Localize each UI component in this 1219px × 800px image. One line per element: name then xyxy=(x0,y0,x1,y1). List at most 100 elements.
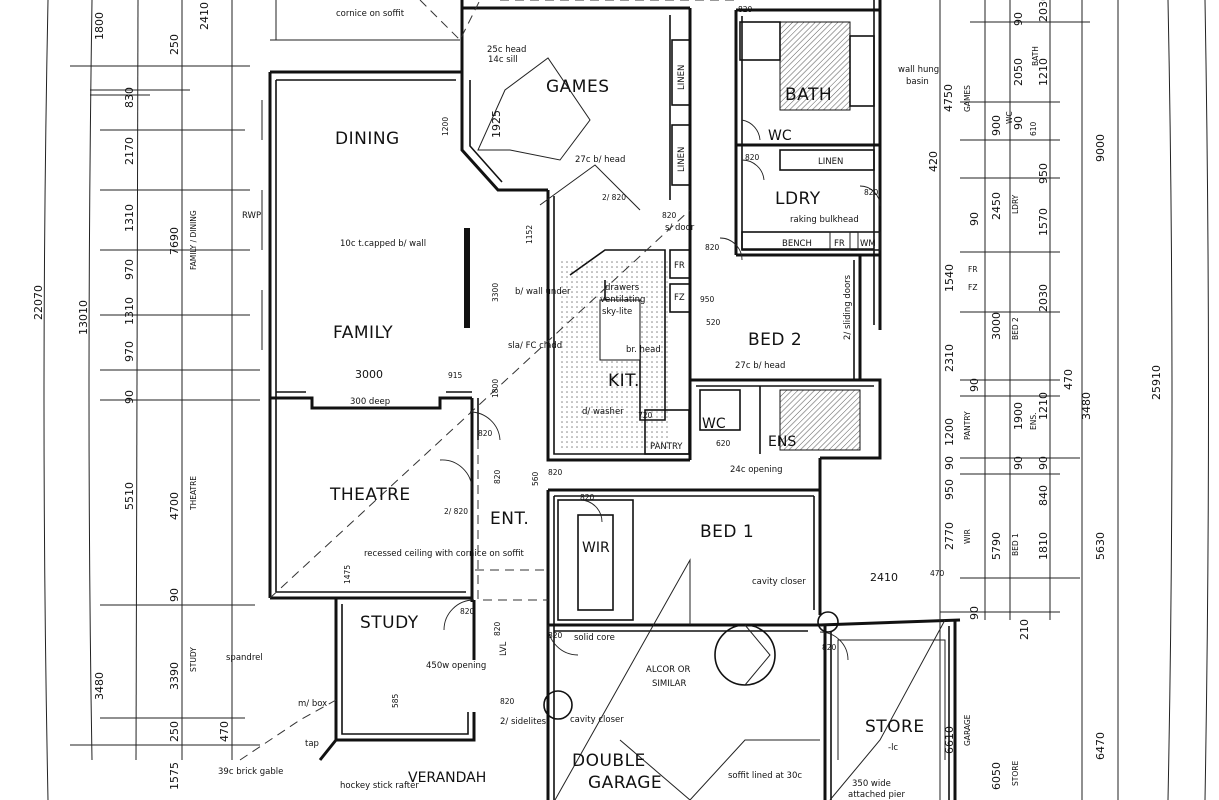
r-2030b: 2030 xyxy=(1037,284,1050,312)
note-deep-300: 300 deep xyxy=(350,397,390,407)
dim-study: STUDY xyxy=(189,647,198,672)
note-opening-450: 450w opening xyxy=(426,661,486,671)
dim-22070: 22070 xyxy=(32,285,45,320)
note-recessed: recessed ceiling with cornice on soffit xyxy=(364,549,525,559)
dim-720: 720 xyxy=(638,411,653,420)
r-90b: 90 xyxy=(1012,116,1025,130)
r-5630: 5630 xyxy=(1094,532,1107,560)
dim-7690: 7690 xyxy=(168,227,181,255)
note-attached-pier: attached pier xyxy=(848,790,905,800)
washing-machine: WM xyxy=(860,239,876,249)
dim-820j: 820 xyxy=(548,631,563,640)
r-420: 420 xyxy=(927,151,940,172)
r-5790: 5790 xyxy=(990,532,1003,560)
dim-13010: 13010 xyxy=(77,300,90,335)
dim-250b: 250 xyxy=(168,721,181,742)
room-bath: BATH xyxy=(785,85,832,105)
note-solid-core: solid core xyxy=(574,633,615,643)
dim-1310a: 1310 xyxy=(123,204,136,232)
r-900: 900 xyxy=(990,115,1003,136)
r-950b: 950 xyxy=(943,479,956,500)
note-tap: tap xyxy=(305,739,319,749)
dim-970a: 970 xyxy=(123,259,136,280)
roof-lines xyxy=(239,0,740,761)
r-bed2: BED 2 xyxy=(1011,317,1020,340)
bench: BENCH xyxy=(782,239,812,249)
dim-3300: 3300 xyxy=(491,283,500,302)
r-3000: 3000 xyxy=(990,312,1003,340)
dim-915: 915 xyxy=(448,371,463,380)
note-head-25c: 25c head xyxy=(487,45,526,55)
doors xyxy=(439,119,881,720)
right-dimension-lines xyxy=(939,0,1209,800)
dim-820c: 820 xyxy=(738,5,753,14)
r-6470: 6470 xyxy=(1094,732,1107,760)
r-950: 950 xyxy=(1037,163,1050,184)
dim-820e: 820 xyxy=(864,188,879,197)
linen-3: LINEN xyxy=(818,157,843,167)
room-bed1: BED 1 xyxy=(700,522,754,542)
dim-5510: 5510 xyxy=(123,482,136,510)
fridge-2: FR xyxy=(674,261,685,271)
note-sliding-doors2: 2/ sliding doors xyxy=(843,274,853,340)
note-ventilating: ventilating xyxy=(600,295,645,305)
r-wir: WIR xyxy=(963,529,972,544)
dim-1800: 1800 xyxy=(93,12,106,40)
r-2770: 2770 xyxy=(943,522,956,550)
dim-820k: 820 xyxy=(500,697,515,706)
r-bath: BATH xyxy=(1031,46,1040,66)
dim-2-820a: 2/ 820 xyxy=(602,193,626,202)
interior-details xyxy=(261,21,946,800)
r-210: 210 xyxy=(1018,619,1031,640)
r-wc: WC xyxy=(1005,111,1014,124)
r-90g: 90 xyxy=(1012,456,1025,470)
dim-820i: 820 xyxy=(460,607,475,616)
dim-1152: 1152 xyxy=(525,225,534,244)
dim-820h: 820 xyxy=(580,493,595,502)
note-bulkhead: raking bulkhead xyxy=(790,215,859,225)
note-ss-cladding: sla/ FC cladd xyxy=(508,341,562,351)
dim-1475: 1475 xyxy=(343,565,352,584)
dim-family-dining: FAMILY / DINING xyxy=(189,210,198,270)
dim-4700: 4700 xyxy=(168,492,181,520)
dim-820b: 820 xyxy=(705,243,720,252)
linen-1: LINEN xyxy=(677,65,687,90)
room-theatre: THEATRE xyxy=(329,485,411,505)
dim-3480: 3480 xyxy=(93,672,106,700)
room-double-garage-1: DOUBLE xyxy=(572,751,646,771)
r-fz: FZ xyxy=(968,283,977,292)
dim-560: 560 xyxy=(531,471,540,486)
room-store: STORE xyxy=(865,717,925,737)
note-spandrel: spandrel xyxy=(226,653,263,663)
linen-2: LINEN xyxy=(677,147,687,172)
r-90d: 90 xyxy=(968,378,981,392)
note-cavity-closer: cavity closer xyxy=(752,577,806,587)
r-1540: 1540 xyxy=(943,264,956,292)
r-ldry: LDRY xyxy=(1011,194,1020,214)
note-store-lc: -lc xyxy=(888,743,898,753)
note-alcor-1: ALCOR OR xyxy=(646,665,690,675)
r-4750: 4750 xyxy=(942,84,955,112)
room-laundry: LDRY xyxy=(775,189,821,209)
r-ens: ENS. xyxy=(1029,413,1038,431)
r-2050: 2050 xyxy=(1012,58,1025,86)
r-90a: 90 xyxy=(1012,12,1025,26)
dim-theatre: THEATRE xyxy=(189,476,198,511)
note-capped: 10c t.capped b/ wall xyxy=(340,239,426,249)
r-games: GAMES xyxy=(963,85,972,112)
dim-1575: 1575 xyxy=(168,762,181,790)
r-pantry: PANTRY xyxy=(963,411,972,440)
note-drawers: drawers xyxy=(605,283,640,293)
note-br-head: br. head xyxy=(626,345,661,355)
note-meter-box: m/ box xyxy=(298,699,327,709)
r-90c: 90 xyxy=(968,212,981,226)
note-sliding-door: s/ door xyxy=(665,223,695,233)
note-head-27c: 27c b/ head xyxy=(575,155,625,165)
r-1570: 1570 xyxy=(1037,208,1050,236)
dim-820f: 820 xyxy=(478,429,493,438)
r-2310: 2310 xyxy=(943,344,956,372)
dim-620: 620 xyxy=(716,439,731,448)
r-25910: 25910 xyxy=(1150,365,1163,400)
exterior-walls xyxy=(268,0,961,800)
